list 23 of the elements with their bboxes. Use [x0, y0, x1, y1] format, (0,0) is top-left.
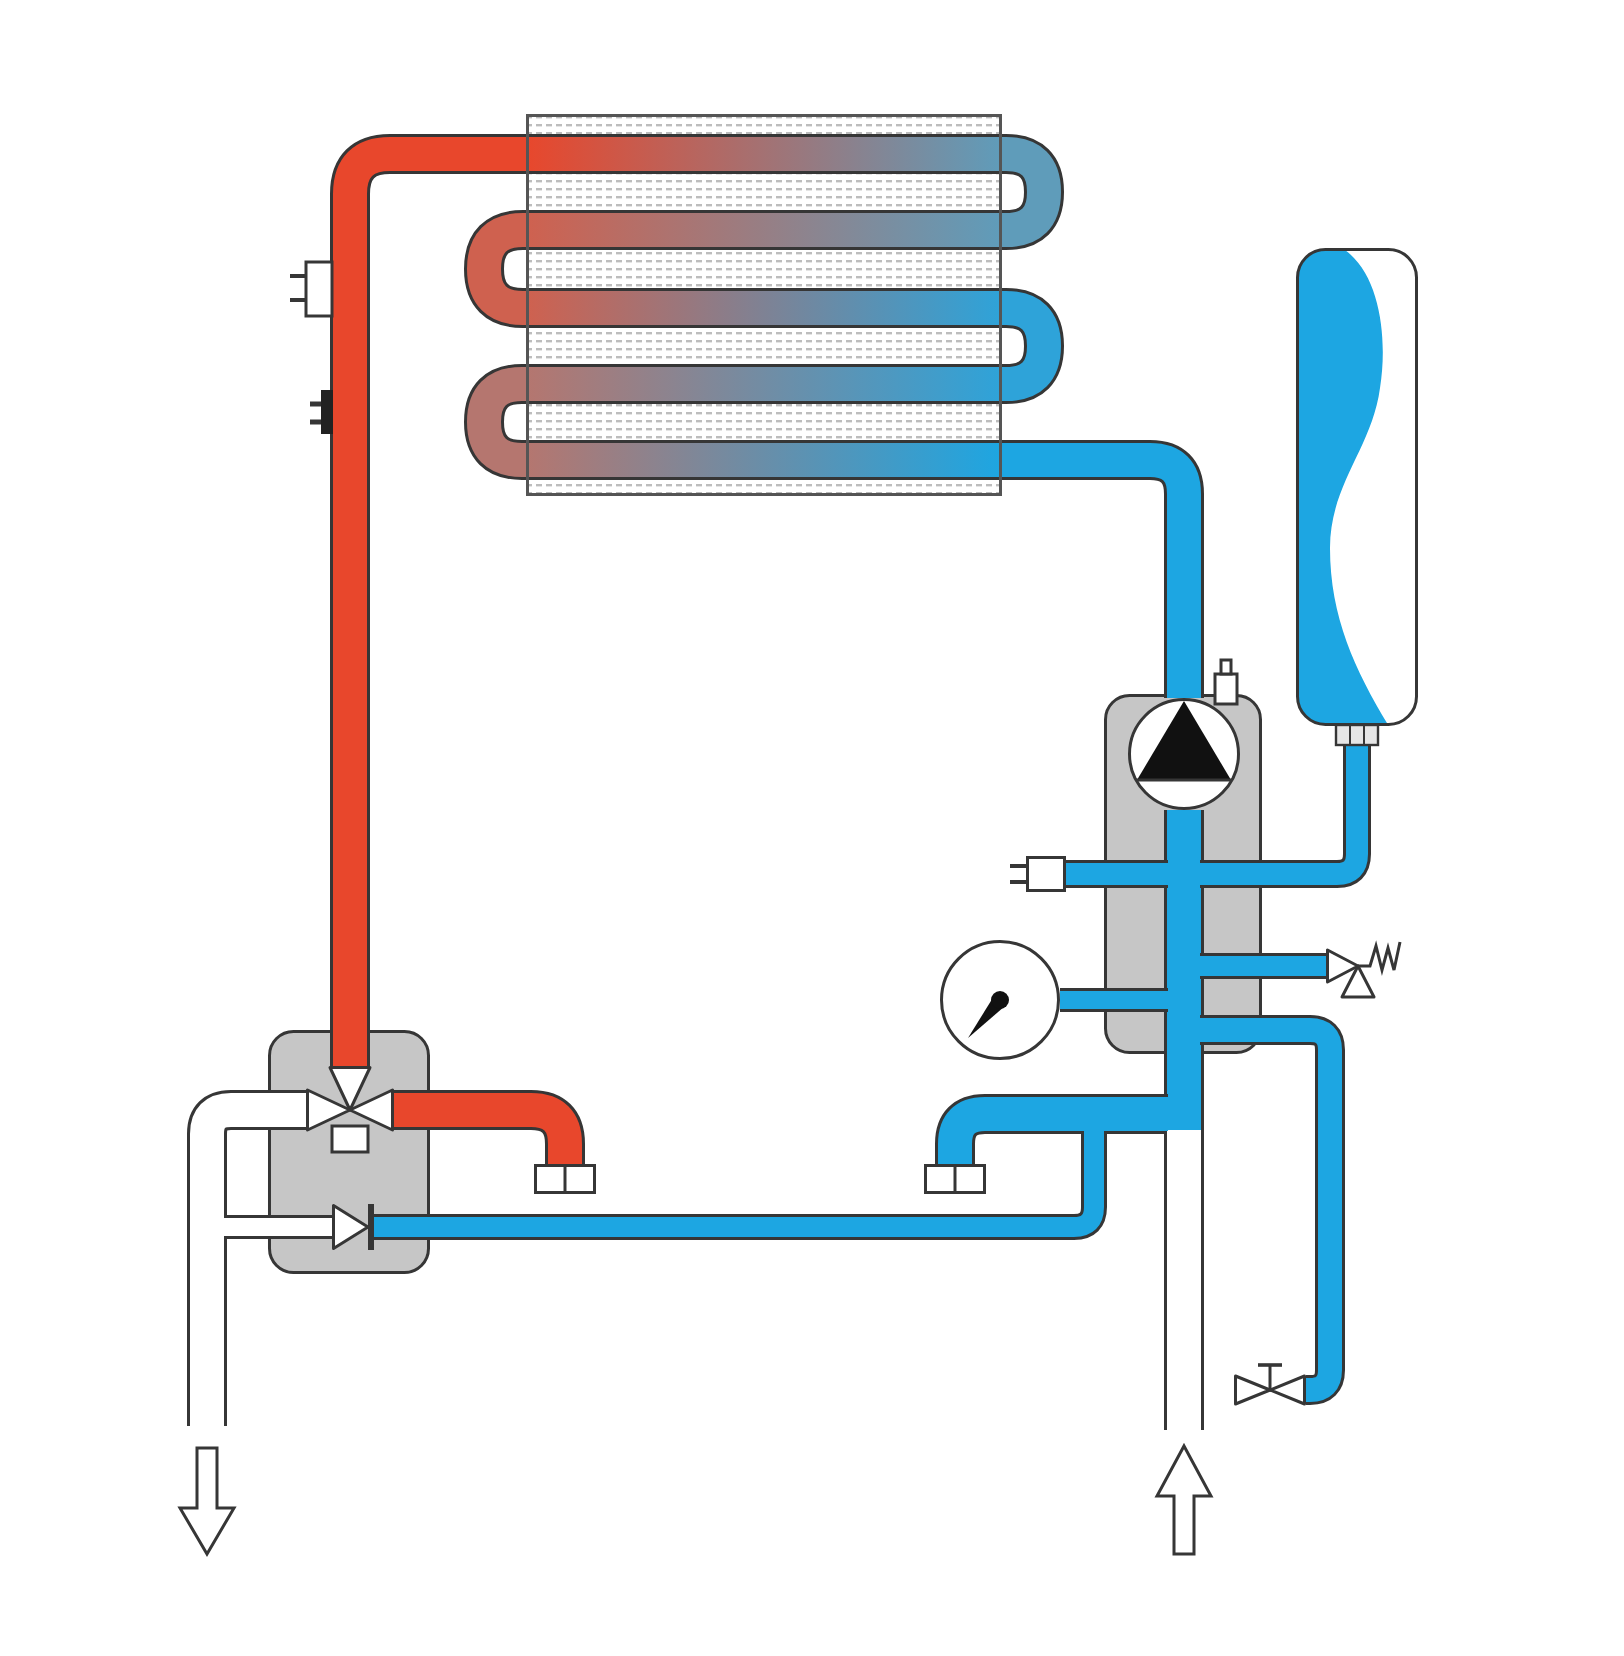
pipe-fitting	[534, 1164, 596, 1194]
pipe	[1060, 991, 1168, 1009]
check-valve	[332, 1204, 374, 1250]
shutoff-valve	[1234, 1362, 1306, 1410]
pressure-gauge	[940, 940, 1060, 1060]
pipe-fitting	[924, 1164, 986, 1194]
pipe	[333, 137, 526, 1066]
pipe	[394, 1093, 582, 1164]
heat-exchanger	[526, 114, 1002, 496]
three-way-valve	[306, 1066, 394, 1154]
expansion-tank	[1296, 248, 1418, 746]
sensor-plug	[1010, 856, 1066, 892]
pipe	[938, 1097, 1168, 1164]
pipe	[1200, 1018, 1342, 1402]
pipe	[190, 1093, 306, 1426]
pipe	[1167, 810, 1201, 844]
pump-symbol	[1128, 698, 1240, 810]
pipe	[1167, 1130, 1201, 1430]
pipe	[1200, 956, 1326, 976]
pipe	[1066, 863, 1168, 885]
pipe	[1200, 746, 1368, 885]
manifold-pipe	[1164, 840, 1204, 1134]
pipe	[1002, 443, 1201, 698]
